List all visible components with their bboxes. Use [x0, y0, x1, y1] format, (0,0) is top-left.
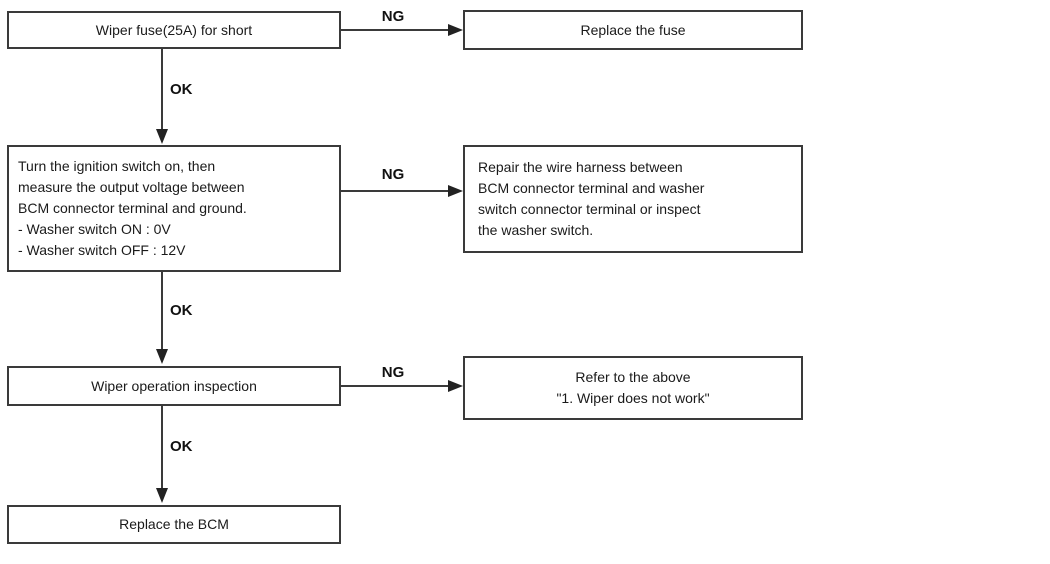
arrow-right-icon — [448, 185, 463, 197]
arrow-right-icon — [448, 380, 463, 392]
edge-label-ng-3: NG — [381, 364, 405, 381]
step-box-check-output-voltage: Turn the ignition switch on, then measur… — [7, 145, 341, 272]
step-text-check-output-voltage: Turn the ignition switch on, then measur… — [18, 158, 247, 258]
connector-ok-line-3 — [161, 405, 163, 490]
step-text-replace-bcm: Replace the BCM — [119, 516, 229, 532]
edge-label-ok-1: OK — [170, 81, 193, 98]
connector-ok-line-2 — [161, 271, 163, 351]
connector-ng-line-3 — [341, 385, 450, 387]
action-text-replace-fuse: Replace the fuse — [580, 21, 686, 38]
edge-label-ng-2: NG — [381, 166, 405, 183]
arrow-right-icon — [448, 24, 463, 36]
action-text-refer-wiper-does-not-work: Refer to the above "1. Wiper does not wo… — [556, 369, 710, 406]
action-box-refer-wiper-does-not-work: Refer to the above "1. Wiper does not wo… — [463, 356, 803, 420]
arrow-down-icon — [156, 129, 168, 144]
edge-label-ng-1: NG — [381, 8, 405, 25]
arrow-down-icon — [156, 349, 168, 364]
step-box-check-wiper-fuse: Wiper fuse(25A) for short — [7, 11, 341, 49]
edge-label-ok-2: OK — [170, 302, 193, 319]
step-box-replace-bcm: Replace the BCM — [7, 505, 341, 544]
action-text-repair-wire-harness: Repair the wire harness between BCM conn… — [478, 159, 705, 238]
step-text-check-wiper-fuse: Wiper fuse(25A) for short — [95, 21, 253, 38]
connector-ng-line-1 — [341, 29, 450, 31]
action-box-repair-wire-harness: Repair the wire harness between BCM conn… — [463, 145, 803, 253]
step-text-wiper-operation-inspection: Wiper operation inspection — [91, 377, 257, 394]
arrow-down-icon — [156, 488, 168, 503]
action-box-replace-fuse: Replace the fuse — [463, 10, 803, 50]
connector-ok-line-1 — [161, 49, 163, 131]
connector-ng-line-2 — [341, 190, 450, 192]
edge-label-ok-3: OK — [170, 438, 193, 455]
step-box-wiper-operation-inspection: Wiper operation inspection — [7, 366, 341, 406]
